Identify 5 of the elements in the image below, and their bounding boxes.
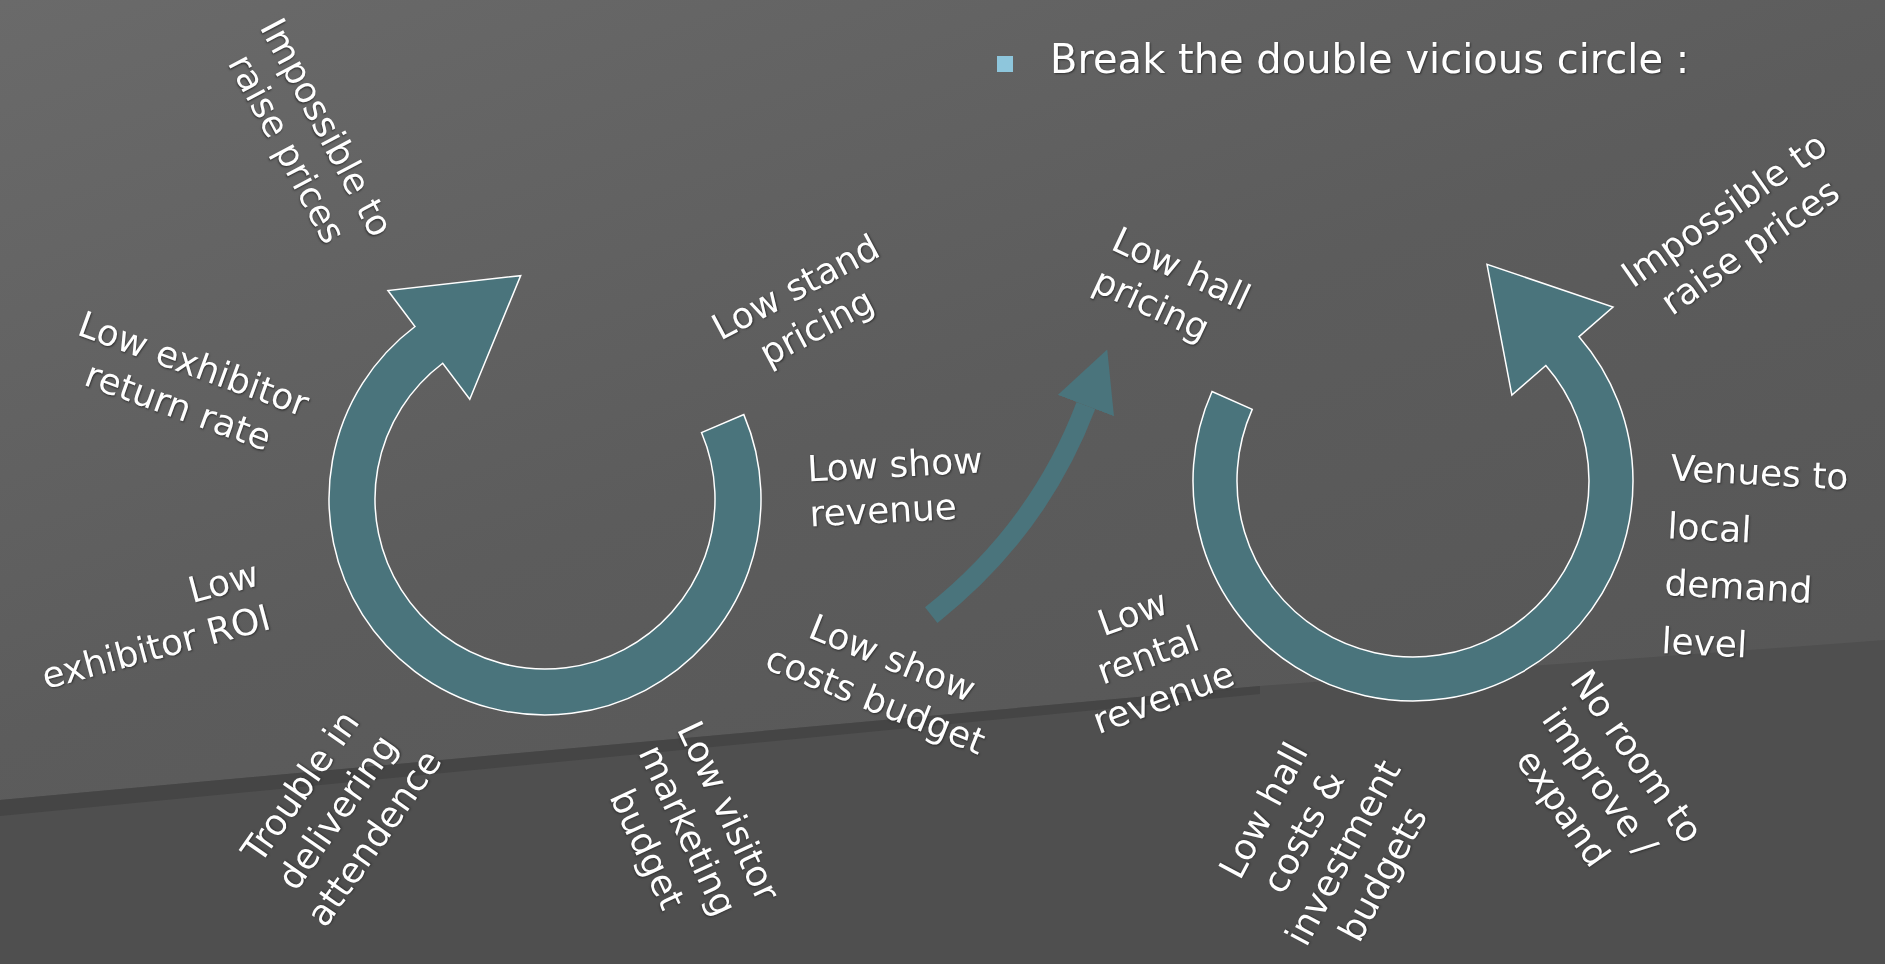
cycle-step-label: Low show revenue bbox=[806, 437, 986, 537]
cycle-step-label: Low exhibitor ROI bbox=[24, 551, 276, 699]
arrow bbox=[924, 349, 1114, 623]
slide-title: Break the double vicious circle : bbox=[1050, 36, 1690, 82]
cycle-step-label: Venues to local demand level bbox=[1660, 439, 1850, 679]
